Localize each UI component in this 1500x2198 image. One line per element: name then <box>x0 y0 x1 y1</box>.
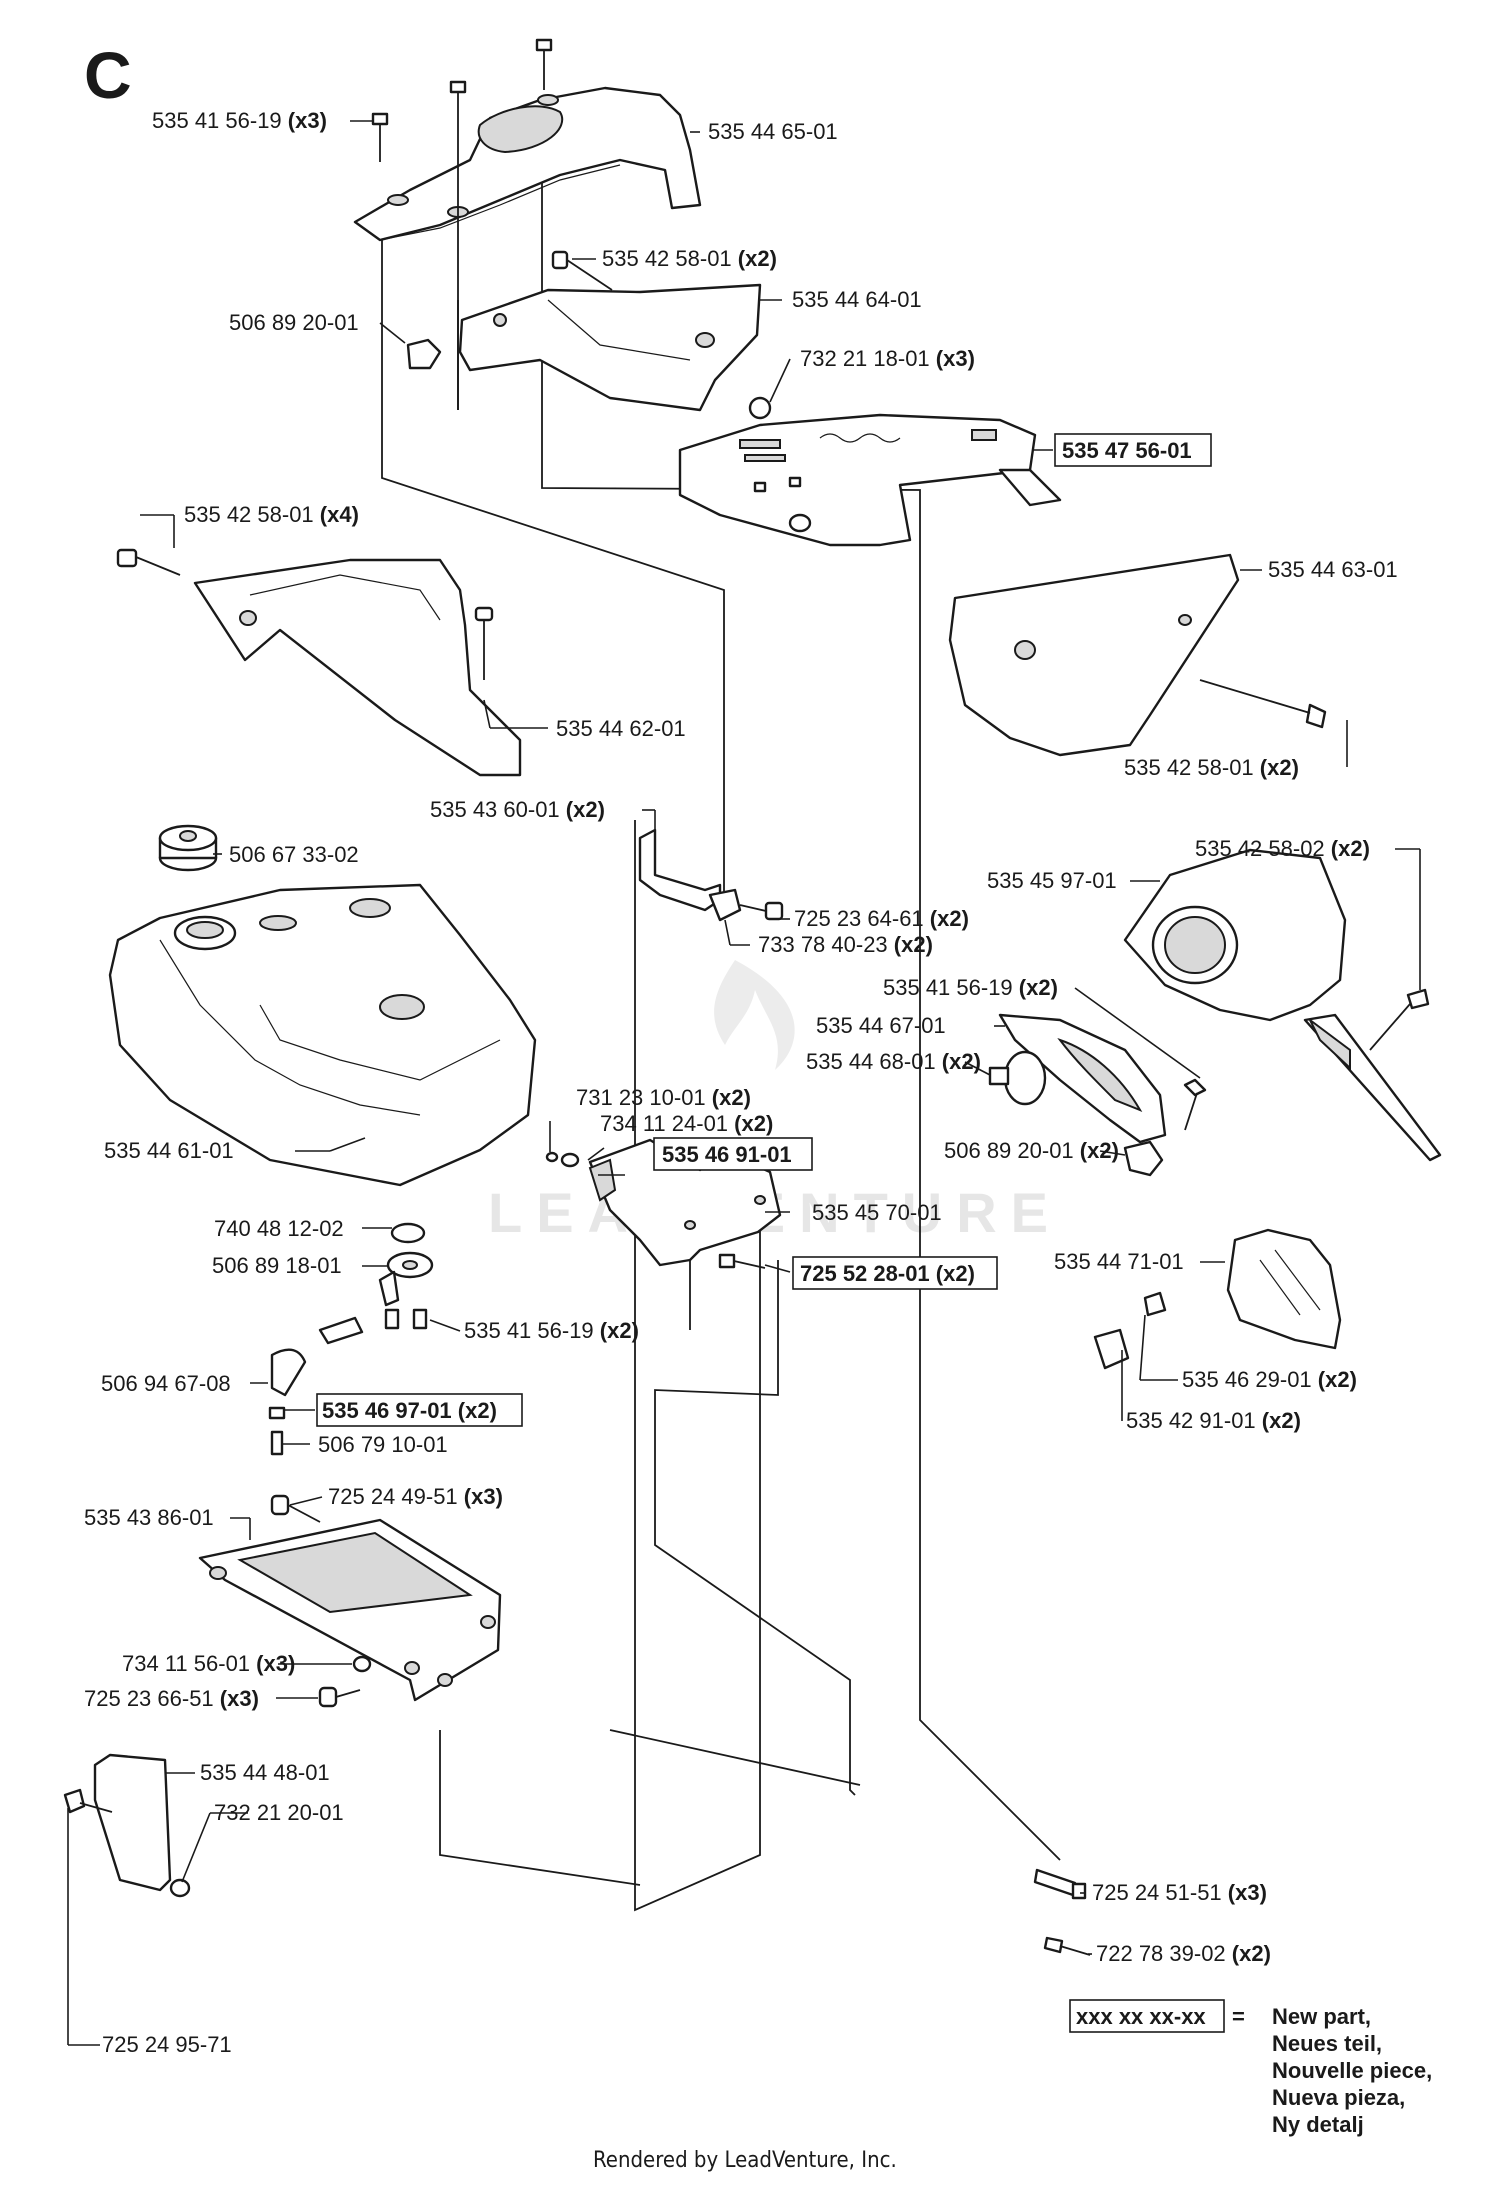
rear-cover <box>948 553 1240 757</box>
headlight-housing <box>1123 848 1442 1162</box>
part-labels: 535 41 56-19 (x3) 535 44 65-01 535 42 58… <box>84 108 1398 2057</box>
label-535457001: 535 45 70-01 <box>812 1200 942 1225</box>
footer-credit: Rendered by LeadVenture, Inc. <box>593 2148 897 2173</box>
clip-506892001 <box>406 338 442 370</box>
new-part-box-535475601 <box>1054 433 1212 467</box>
legend-equals: = <box>1232 2004 1245 2029</box>
label-535475601: 535 47 56-01 <box>1062 438 1192 463</box>
nut-732211801 <box>748 396 772 420</box>
label-725522801: 725 52 28-01 (x2) <box>800 1261 975 1286</box>
lens-clip <box>1093 1291 1167 1370</box>
label-506892001-x2: 506 89 20-01 (x2) <box>944 1138 1119 1163</box>
label-506892001: 506 89 20-01 <box>229 310 359 335</box>
bottom-bolts <box>1033 1868 1091 1956</box>
clip-506892001-right <box>1123 1140 1164 1177</box>
label-725249571: 725 24 95-71 <box>102 2032 232 2057</box>
tray <box>198 1518 502 1702</box>
fuel-tank <box>108 883 537 1187</box>
mount-bracket <box>545 1138 782 1269</box>
small-bracket <box>638 828 784 922</box>
legend: xxx xx xx-xx = New part, Neues teil, Nou… <box>1069 1999 1432 2137</box>
label-535446201: 535 44 62-01 <box>556 716 686 741</box>
label-535444801: 535 44 48-01 <box>200 1760 330 1785</box>
washer-and-bolt <box>318 1655 372 1708</box>
label-734115601: 734 11 56-01 (x3) <box>122 1651 295 1676</box>
legend-line-3: Nouvelle piece, <box>1272 2058 1432 2083</box>
new-part-box-535469101 <box>653 1137 813 1171</box>
label-535425801-x4: 535 42 58-01 (x4) <box>184 502 359 527</box>
label-506791001: 506 79 10-01 <box>318 1432 448 1457</box>
label-535415619-x2-tank: 535 41 56-19 (x2) <box>464 1318 639 1343</box>
new-part-box-535469701 <box>316 1393 523 1427</box>
label-725236651: 725 23 66-51 (x3) <box>84 1686 259 1711</box>
section-letter: C <box>84 38 132 112</box>
legend-code-box <box>1069 1999 1225 2033</box>
label-732211801: 732 21 18-01 (x3) <box>800 346 975 371</box>
screw-group-top <box>371 38 553 410</box>
label-535446501: 535 44 65-01 <box>708 119 838 144</box>
screw-725244951 <box>270 1494 321 1523</box>
legend-line-1: New part, <box>1272 2004 1371 2029</box>
label-535415619-x2-light: 535 41 56-19 (x2) <box>883 975 1058 1000</box>
new-part-box-725522801 <box>792 1256 998 1290</box>
label-535415619-x3: 535 41 56-19 (x3) <box>152 108 327 133</box>
label-506891801: 506 89 18-01 <box>212 1253 342 1278</box>
label-725236461: 725 23 64-61 (x2) <box>794 906 969 931</box>
fuel-fittings <box>268 1222 434 1456</box>
label-506946708: 506 94 67-08 <box>101 1371 231 1396</box>
lens <box>1226 1228 1342 1350</box>
label-535425801-x2-right: 535 42 58-01 (x2) <box>1124 755 1299 780</box>
screw-535425801-left <box>116 548 181 576</box>
gas-cap <box>158 824 218 872</box>
label-535429101: 535 42 91-01 (x2) <box>1126 1408 1301 1433</box>
mid-bracket <box>458 283 762 412</box>
legend-code: xxx xx xx-xx <box>1076 2004 1206 2029</box>
label-740481202: 740 48 12-02 <box>214 1216 344 1241</box>
label-535469101: 535 46 91-01 <box>662 1142 792 1167</box>
screw-535425802 <box>1369 988 1430 1051</box>
label-535446701: 535 44 67-01 <box>816 1013 946 1038</box>
label-535436001: 535 43 60-01 (x2) <box>430 797 605 822</box>
label-731231001: 731 23 10-01 (x2) <box>576 1085 751 1110</box>
label-535469701: 535 46 97-01 (x2) <box>322 1398 497 1423</box>
label-535447101: 535 44 71-01 <box>1054 1249 1184 1274</box>
label-535446101: 535 44 61-01 <box>104 1138 234 1163</box>
label-722783902: 722 78 39-02 (x2) <box>1096 1941 1271 1966</box>
top-cover <box>353 86 702 242</box>
label-535446401: 535 44 64-01 <box>792 287 922 312</box>
light-assembly <box>988 1013 1207 1144</box>
label-725244951: 725 24 49-51 (x3) <box>328 1484 503 1509</box>
label-535462901: 535 46 29-01 (x2) <box>1182 1367 1357 1392</box>
label-725245151: 725 24 51-51 (x3) <box>1092 1880 1267 1905</box>
label-732212001: 732 21 20-01 <box>214 1800 344 1825</box>
legend-line-2: Neues teil, <box>1272 2031 1382 2056</box>
label-733784023: 733 78 40-23 (x2) <box>758 932 933 957</box>
label-535446801: 535 44 68-01 (x2) <box>806 1049 981 1074</box>
leader-lines <box>67 120 1421 2046</box>
label-535425801-x2-top: 535 42 58-01 (x2) <box>602 246 777 271</box>
label-506673302: 506 67 33-02 <box>229 842 359 867</box>
label-535446301: 535 44 63-01 <box>1268 557 1398 582</box>
label-535459701: 535 45 97-01 <box>987 868 1117 893</box>
legend-line-5: Ny detalj <box>1272 2112 1364 2137</box>
label-535438601: 535 43 86-01 <box>84 1505 214 1530</box>
screw-535425801-right <box>1199 679 1327 729</box>
screw-535425801-deflector <box>474 606 494 680</box>
control-panel <box>678 413 1062 547</box>
left-deflector <box>193 558 522 777</box>
label-734112401: 734 11 24-01 (x2) <box>600 1111 773 1136</box>
label-535425802: 535 42 58-02 (x2) <box>1195 836 1370 861</box>
screw-535425801-top <box>551 250 613 291</box>
cover-plate <box>63 1753 191 1898</box>
legend-line-4: Nueva pieza, <box>1272 2085 1405 2110</box>
